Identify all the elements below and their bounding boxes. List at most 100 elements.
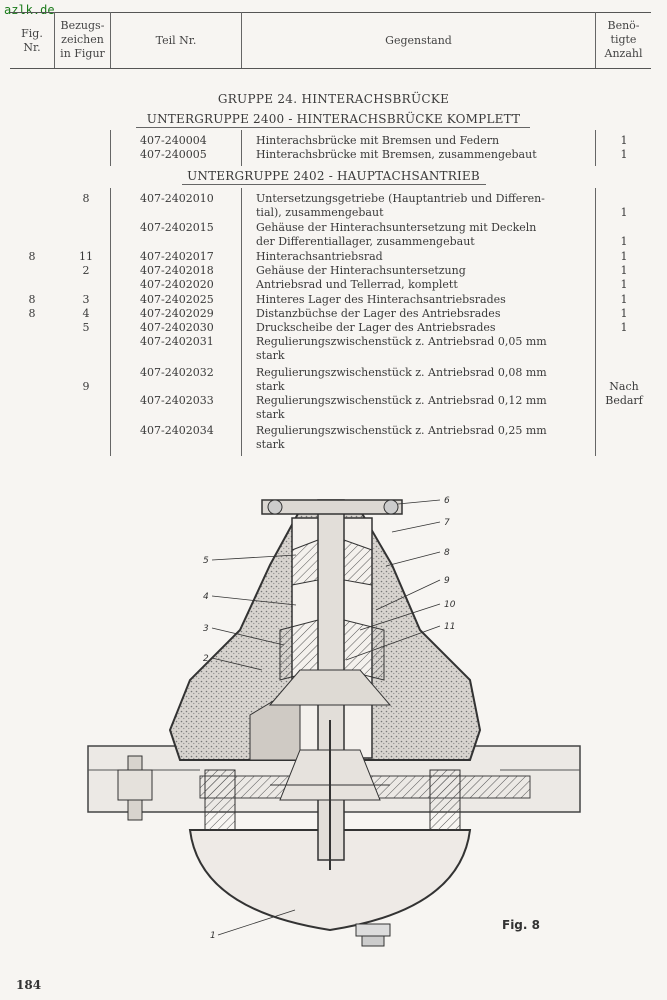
cell-teil-nr: 407-2402029	[140, 307, 214, 320]
callout-label: 2	[203, 654, 209, 664]
cell-teil-nr: 407-2402018	[140, 264, 214, 277]
subgroup-underline	[182, 184, 486, 185]
cell-anzahl: 1	[620, 293, 628, 306]
cell-teil-nr: 407-2402025	[140, 293, 214, 306]
table-row: 8 11 407-2402017 Hinterachsantriebsrad 1	[0, 250, 667, 264]
cell-gegenstand: Distanzbüchse der Lager des Antriebsrade…	[256, 307, 501, 320]
header-divider	[110, 12, 111, 68]
lower-cover	[188, 829, 472, 932]
cell-gegenstand: Regulierungszwischenstück z. Antriebsrad…	[256, 335, 547, 348]
table-row: 9 stark Nach	[0, 380, 667, 394]
table-row: 8 4 407-2402029 Distanzbüchse der Lager …	[0, 307, 667, 321]
cell-gegenstand: Untersetzungsgetriebe (Hauptantrieb und …	[256, 192, 545, 205]
subgroup-underline	[136, 127, 530, 128]
callout-label: 6	[444, 496, 450, 506]
column-divider	[241, 188, 242, 456]
column-divider	[110, 188, 111, 456]
cell-bezugszeichen: 9	[82, 380, 90, 393]
callout-labels: 6 7 5 8 9 4 10 3 11 2 1	[203, 496, 456, 941]
callout-label: 11	[444, 622, 455, 632]
header-teil-nr: Teil Nr.	[155, 34, 197, 47]
callout-leaders	[211, 499, 441, 936]
figure-label: Fig. 8	[502, 918, 540, 932]
cell-bezugszeichen: 8	[82, 192, 90, 205]
callout-label: 5	[203, 556, 209, 566]
ring-gear	[249, 669, 392, 761]
cell-gegenstand: stark	[256, 380, 285, 393]
page-number: 184	[16, 978, 42, 992]
cell-anzahl: 1	[620, 235, 628, 248]
cell-fig: 8	[28, 293, 36, 306]
group-title: GRUPPE 24. HINTERACHSBRÜCKE	[217, 92, 450, 106]
cell-teil-nr: 407-2402033	[140, 394, 214, 407]
callout-label: 10	[444, 600, 456, 610]
drive-flange	[261, 499, 403, 515]
table-row: 407-240004 Hinterachsbrücke mit Bremsen …	[0, 134, 667, 148]
table-row: 407-2402020 Antriebsrad und Tellerrad, k…	[0, 278, 667, 292]
cell-anzahl: 1	[620, 250, 628, 263]
column-divider	[241, 130, 242, 166]
subgroup-2400-title: UNTERGRUPPE 2400 - HINTERACHSBRÜCKE KOMP…	[146, 112, 521, 126]
cell-teil-nr: 407-2402010	[140, 192, 214, 205]
header-bottom-rule	[10, 68, 651, 69]
cell-teil-nr: 407-2402017	[140, 250, 214, 263]
cell-anzahl: 1	[620, 148, 628, 161]
differential-gears	[270, 720, 390, 870]
column-divider	[110, 130, 111, 166]
cell-anzahl: 1	[620, 321, 628, 334]
table-row: 8 407-2402010 Untersetzungsgetriebe (Hau…	[0, 192, 667, 206]
callout-label: 3	[203, 624, 209, 634]
cell-gegenstand: Gehäuse der Hinterachsuntersetzung	[256, 264, 466, 277]
cell-bezugszeichen: 11	[79, 250, 93, 263]
drain-plug	[355, 923, 391, 947]
cell-gegenstand: Hinteres Lager des Hinterachsantriebsrad…	[256, 293, 506, 306]
cell-teil-nr: 407-2402032	[140, 366, 214, 379]
differential-bearing	[429, 769, 461, 831]
header-gegenstand: Gegenstand	[385, 34, 452, 47]
callout-label: 8	[444, 548, 450, 558]
cell-anzahl: 1	[620, 206, 628, 219]
cell-gegenstand: der Differentiallager, zusammengebaut	[256, 235, 475, 248]
table-row: der Differentiallager, zusammengebaut 1	[0, 235, 667, 249]
cell-gegenstand: Gehäuse der Hinterachsuntersetzung mit D…	[256, 221, 537, 234]
differential-bearing	[204, 769, 236, 831]
cell-anzahl: 1	[620, 278, 628, 291]
pinion-bearings	[279, 539, 385, 681]
cell-gegenstand: stark	[256, 349, 285, 362]
callout-label: 4	[203, 592, 209, 602]
cell-teil-nr: 407-2402031	[140, 335, 214, 348]
cell-anzahl: 1	[620, 307, 628, 320]
header-divider	[54, 12, 55, 68]
table-row: 407-240005 Hinterachsbrücke mit Bremsen,…	[0, 148, 667, 162]
subgroup-2402-title: UNTERGRUPPE 2402 - HAUPTACHSANTRIEB	[187, 169, 480, 183]
table-row: 5 407-2402030 Druckscheibe der Lager des…	[0, 321, 667, 335]
cell-fig: 8	[28, 250, 36, 263]
table-row: 407-2402032 Regulierungszwischenstück z.…	[0, 366, 667, 380]
flange-bolt	[267, 499, 283, 515]
callout-label: 7	[444, 518, 450, 528]
cell-gegenstand: Regulierungszwischenstück z. Antriebsrad…	[256, 424, 547, 437]
cell-gegenstand: Regulierungszwischenstück z. Antriebsrad…	[256, 366, 547, 379]
differential-cross-section-drawing: 6 7 5 8 9 4 10 3 11 2 1	[87, 496, 581, 947]
column-divider	[595, 188, 596, 456]
header-divider	[595, 12, 596, 68]
cell-anzahl: 1	[620, 134, 628, 147]
table-row: 8 3 407-2402025 Hinteres Lager des Hinte…	[0, 293, 667, 307]
cell-anzahl: Nach	[609, 380, 639, 393]
header-fig-nr: Fig.Nr.	[21, 27, 43, 54]
table-row: 407-2402033 Regulierungszwischenstück z.…	[0, 394, 667, 408]
callout-label: 9	[444, 576, 450, 586]
cell-teil-nr: 407-240004	[140, 134, 207, 147]
cell-teil-nr: 407-2402015	[140, 221, 214, 234]
cell-bezugszeichen: 2	[82, 264, 90, 277]
table-row: 2 407-2402018 Gehäuse der Hinterachsunte…	[0, 264, 667, 278]
callout-label: 1	[210, 931, 216, 941]
cell-gegenstand: Hinterachsantriebsrad	[256, 250, 383, 263]
cell-fig: 8	[28, 307, 36, 320]
cell-gegenstand: Antriebsrad und Tellerrad, komplett	[256, 278, 458, 291]
header-divider	[241, 12, 242, 68]
cell-bezugszeichen: 3	[82, 293, 90, 306]
cell-gegenstand: Hinterachsbrücke mit Bremsen und Federn	[256, 134, 500, 147]
